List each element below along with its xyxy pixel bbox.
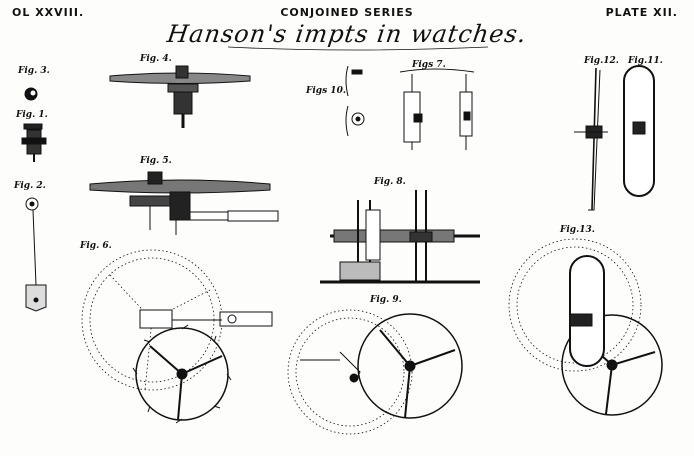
fig-8-drawing bbox=[320, 190, 480, 284]
fig-4-drawing bbox=[109, 65, 251, 128]
fig-7-drawing bbox=[399, 68, 475, 150]
fig-4-label: Fig. 4. bbox=[140, 54, 172, 64]
fig-13-drawing bbox=[508, 238, 663, 416]
fig-7-label: Figs 7. bbox=[412, 60, 446, 70]
volume-label: OL XXVIII. bbox=[12, 6, 85, 19]
title-underline bbox=[227, 46, 489, 51]
fig-9-label: Fig. 9. bbox=[370, 295, 402, 305]
fig-9-drawing bbox=[287, 309, 463, 435]
fig-1-label: Fig. 1. bbox=[16, 110, 48, 120]
fig-5-drawing bbox=[89, 171, 279, 235]
fig-10-drawing bbox=[345, 65, 365, 137]
fig-3-drawing bbox=[24, 87, 38, 101]
fig-6-drawing bbox=[81, 249, 273, 424]
series-label: CONJOINED SERIES bbox=[280, 6, 414, 19]
fig-5-label: Fig. 5. bbox=[140, 156, 172, 166]
fig-12-11-drawing bbox=[574, 65, 655, 211]
fig-13-label: Fig.13. bbox=[560, 225, 595, 235]
fig-8-label: Fig. 8. bbox=[374, 177, 406, 187]
fig-6-label: Fig. 6. bbox=[80, 241, 112, 251]
fig-2-label: Fig. 2. bbox=[14, 181, 46, 191]
fig-12-label: Fig.12. bbox=[584, 56, 619, 66]
fig-3-label: Fig. 3. bbox=[18, 66, 50, 76]
fig-11-label: Fig.11. bbox=[628, 56, 663, 66]
fig-10-label: Figs 10. bbox=[306, 86, 346, 96]
plate-number: PLATE XII. bbox=[605, 6, 678, 19]
fig-2-drawing bbox=[25, 197, 47, 312]
fig-1-drawing bbox=[21, 123, 47, 162]
